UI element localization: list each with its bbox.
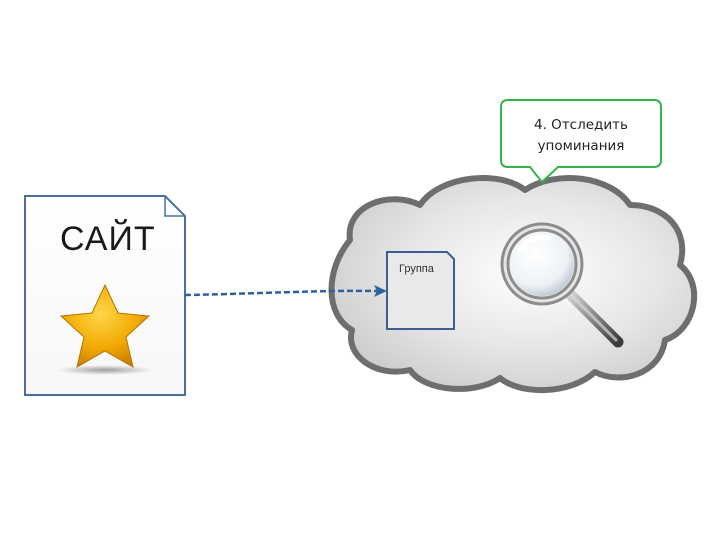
- star-icon: [57, 283, 153, 375]
- connector-arrow: [184, 285, 387, 297]
- group-label: Группа: [399, 263, 434, 275]
- group-box: [386, 251, 455, 330]
- callout-text: 4. Отследить упоминания: [503, 115, 659, 157]
- site-title: САЙТ: [60, 220, 156, 258]
- callout-line-2: упоминания: [537, 138, 625, 154]
- callout-line-1: 4. Отследить: [534, 117, 628, 133]
- speech-callout: [500, 99, 662, 184]
- magnifier-icon: [500, 222, 624, 348]
